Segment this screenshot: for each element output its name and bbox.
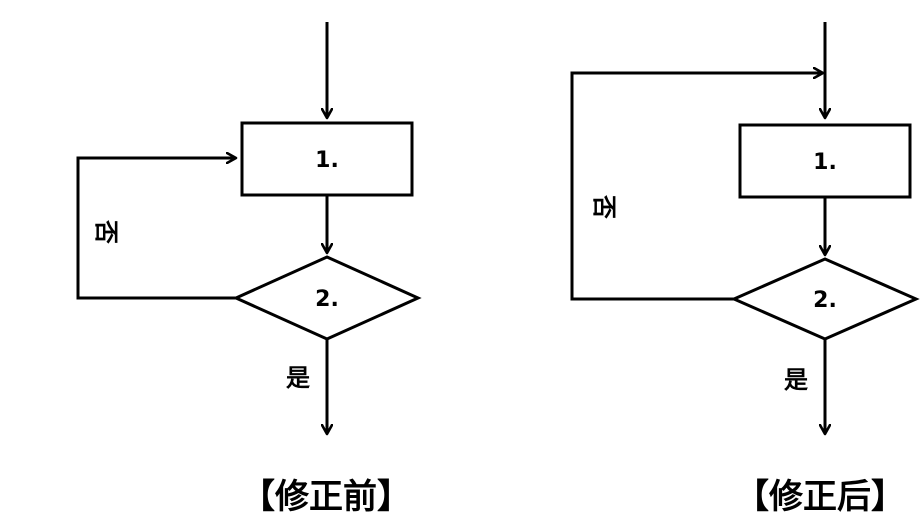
before-yes-label: 是 (286, 364, 310, 392)
after-decision-label: 2. (813, 288, 837, 313)
flowchart-after (570, 22, 920, 434)
after-process-label: 1. (813, 150, 837, 175)
before-process-label: 1. (315, 148, 339, 173)
before-caption: 【修正前】 (241, 477, 411, 517)
after-no-label: 否 (590, 194, 618, 219)
after-no-loop-arrow (570, 73, 823, 301)
before-decision-label: 2. (315, 287, 339, 312)
after-process-box (738, 123, 912, 199)
flowchart-before (76, 22, 422, 434)
after-yes-label: 是 (784, 366, 808, 394)
after-caption: 【修正后】 (735, 477, 905, 517)
before-no-label: 否 (92, 219, 120, 244)
before-no-loop-arrow (76, 158, 236, 300)
